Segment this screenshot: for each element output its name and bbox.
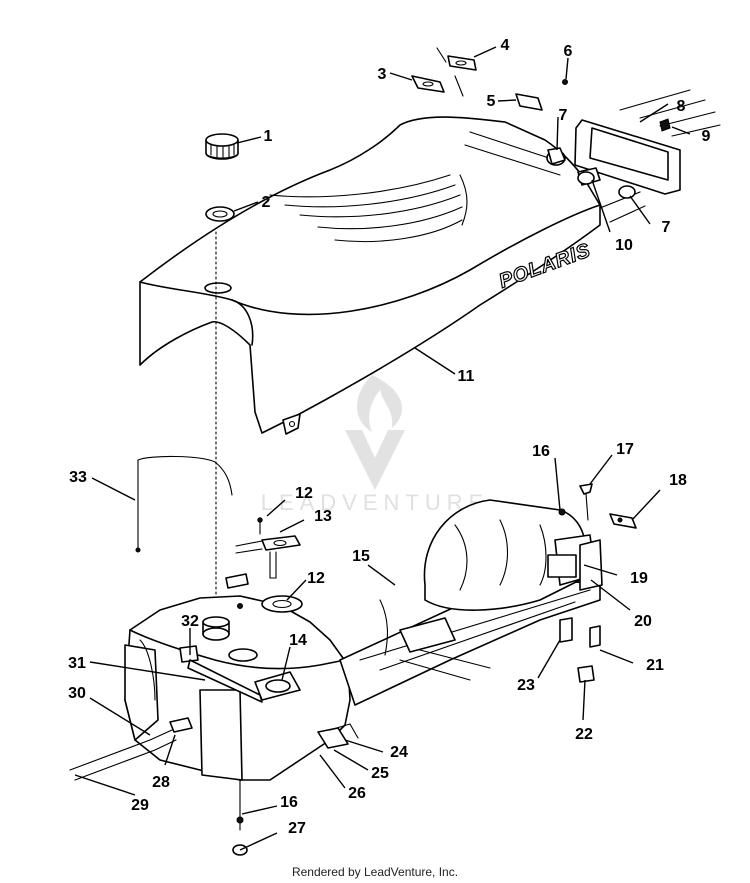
callout-23: 23 xyxy=(517,677,535,694)
callout-28: 28 xyxy=(152,774,170,791)
callout-3: 3 xyxy=(378,66,387,83)
callout-27: 27 xyxy=(288,820,306,837)
callout-21: 21 xyxy=(646,657,664,674)
callout-10: 10 xyxy=(615,237,633,254)
callout-32: 32 xyxy=(181,613,199,630)
callout-16a: 16 xyxy=(532,443,550,460)
callout-19: 19 xyxy=(630,570,648,587)
callout-22: 22 xyxy=(575,726,593,743)
callout-8: 8 xyxy=(677,98,686,115)
callout-29: 29 xyxy=(131,797,149,814)
callout-9: 9 xyxy=(702,128,711,145)
callout-17: 17 xyxy=(616,441,634,458)
callout-18: 18 xyxy=(669,472,687,489)
leader-lines xyxy=(74,46,691,851)
callout-2: 2 xyxy=(262,194,271,211)
fuel-tank-assembly xyxy=(69,455,637,856)
callout-33: 33 xyxy=(69,469,87,486)
callout-24: 24 xyxy=(390,744,408,761)
callout-30: 30 xyxy=(68,685,86,702)
watermark-text: LEADVENTURE xyxy=(261,490,490,515)
callout-31: 31 xyxy=(68,655,86,672)
watermark-logo: LEADVENTURE xyxy=(261,375,490,515)
callout-12b: 12 xyxy=(307,570,325,587)
callout-12a: 12 xyxy=(295,485,313,502)
callout-5: 5 xyxy=(487,93,496,110)
callout-16b: 16 xyxy=(280,794,298,811)
callout-labels: 1 2 3 4 5 6 7 7 8 9 10 11 12 12 13 14 15… xyxy=(68,37,710,837)
callout-14: 14 xyxy=(289,632,307,649)
callout-6: 6 xyxy=(564,43,573,60)
callout-7b: 7 xyxy=(662,219,671,236)
callout-7a: 7 xyxy=(559,107,568,124)
callout-1: 1 xyxy=(264,128,273,145)
callout-11: 11 xyxy=(458,368,475,385)
callout-13: 13 xyxy=(314,508,332,525)
callout-20: 20 xyxy=(634,613,652,630)
taillight-assembly xyxy=(546,89,721,223)
callout-26: 26 xyxy=(348,785,366,802)
callout-15: 15 xyxy=(352,548,370,565)
footer-credit: Rendered by LeadVenture, Inc. xyxy=(292,865,458,879)
callout-4: 4 xyxy=(501,37,510,54)
retainer-clips xyxy=(411,47,568,111)
callout-25: 25 xyxy=(371,765,389,782)
grommet xyxy=(205,206,235,222)
gas-cap xyxy=(205,133,239,160)
